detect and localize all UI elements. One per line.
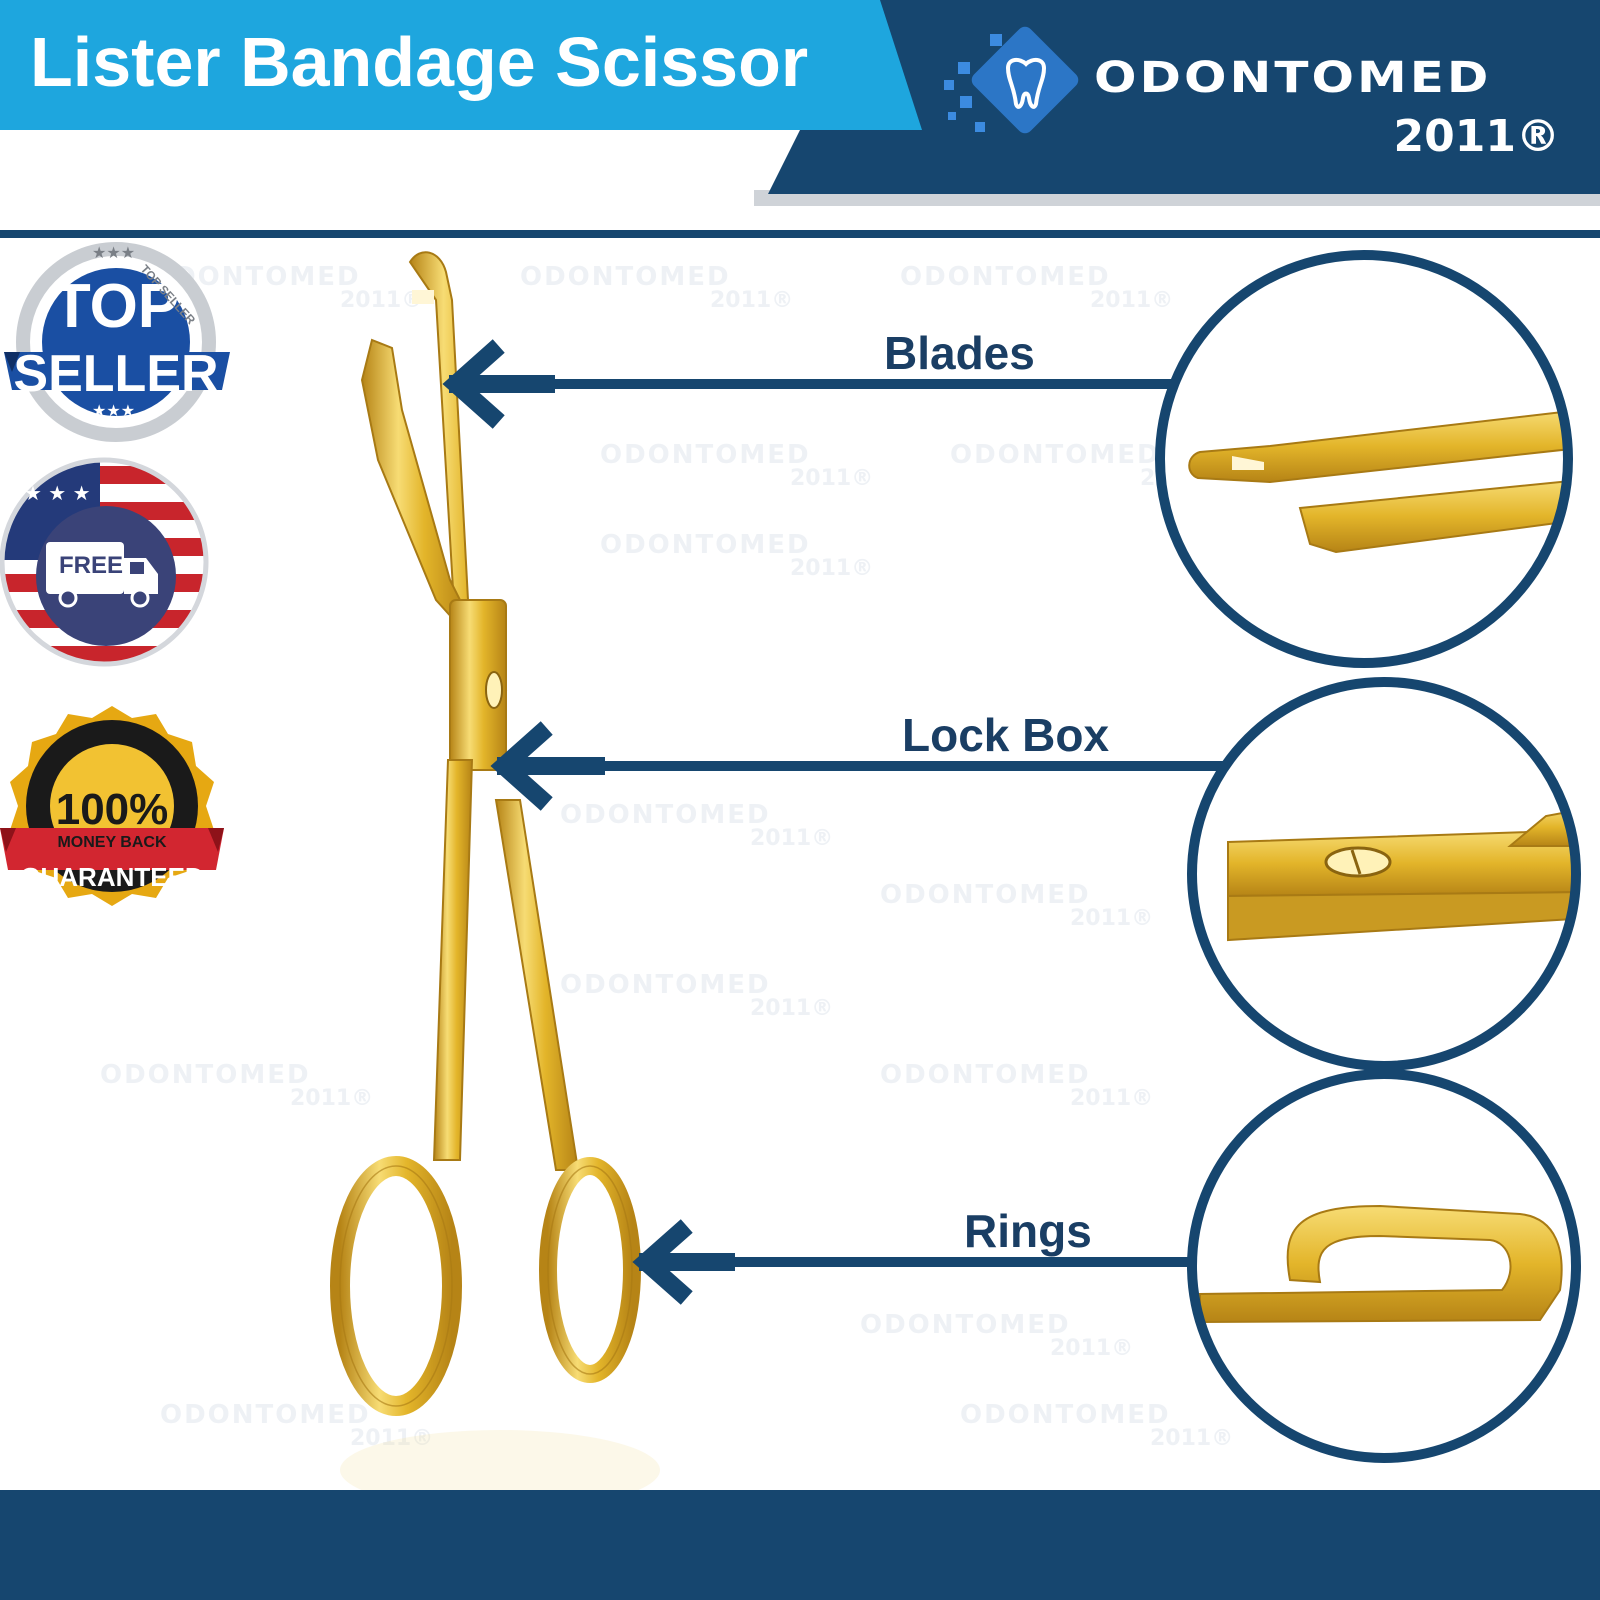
rings-zoom-circle <box>1187 1069 1581 1463</box>
page-title: Lister Bandage Scissor <box>30 23 809 101</box>
brand-name: ODONTOMED <box>1094 52 1492 103</box>
money-back-guaranteed: GUARANTEED <box>20 862 204 892</box>
header-banner <box>0 0 1600 238</box>
brand-year: 2011® <box>1393 111 1560 162</box>
header-navy-panel <box>768 0 1600 194</box>
star-icon: ★★★ <box>92 401 135 420</box>
money-back-badge <box>0 706 224 906</box>
top-seller-line1: TOP <box>52 272 180 341</box>
star-icon: ★ ★ ★ <box>24 481 91 505</box>
header-blue-panel <box>0 0 922 130</box>
badges-column: ★★★ ★★★ ★ ★ ★ <box>0 242 230 906</box>
blades-label: Blades <box>884 327 1035 379</box>
top-seller-badge: ★★★ ★★★ <box>4 242 230 442</box>
lock-box-label: Lock Box <box>902 709 1110 761</box>
truck-icon <box>46 542 158 608</box>
money-back-label: MONEY BACK <box>57 834 167 851</box>
scissor-image <box>330 251 660 1510</box>
blades-zoom-circle <box>1155 250 1573 668</box>
rings-arrow <box>632 1219 1205 1305</box>
top-seller-line2: SELLER <box>13 345 219 403</box>
tooth-logo-icon <box>944 26 1079 134</box>
money-back-ring-text: GUARANTEED <box>72 756 152 768</box>
rings-label: Rings <box>964 1205 1092 1257</box>
free-shipping-label: FREE <box>58 552 123 579</box>
free-shipping-badge: ★ ★ ★ <box>0 457 209 667</box>
lock-box-arrow <box>490 721 1237 811</box>
lock-box-zoom-circle <box>1187 677 1581 1071</box>
star-icon: ★★★ <box>92 243 135 262</box>
blades-arrow <box>442 339 1183 429</box>
header-divider <box>0 230 1600 238</box>
footer-bar <box>0 1490 1600 1600</box>
money-back-percent: 100% <box>55 785 169 834</box>
